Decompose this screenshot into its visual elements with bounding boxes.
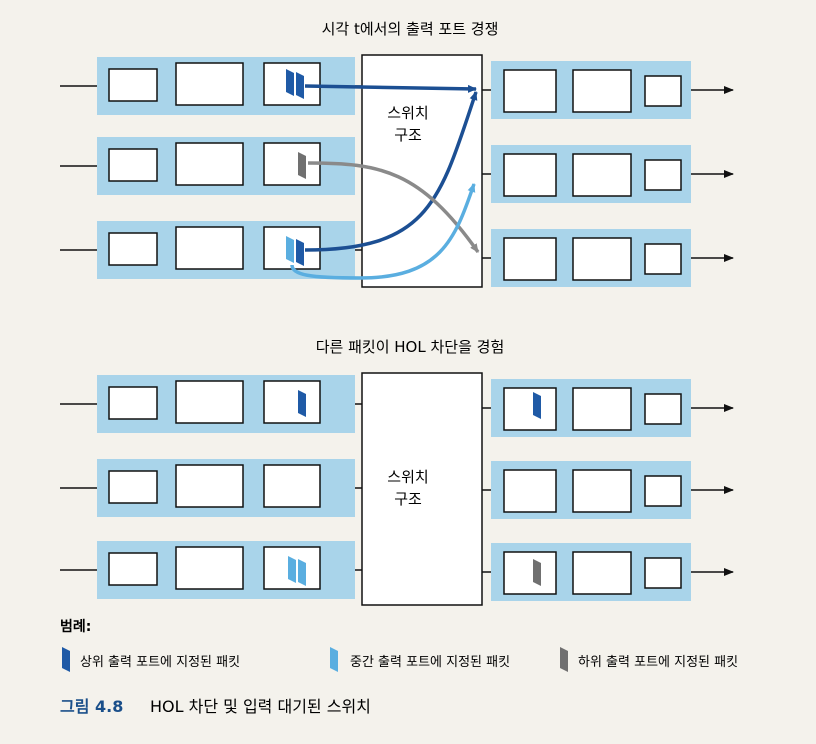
queue-slot [108, 232, 158, 266]
diagram1-input-ports [60, 57, 362, 279]
fabric-label-line1: 스위치 [387, 104, 428, 122]
queue-slot [108, 470, 158, 504]
legend-item-top: 상위 출력 포트에 지정된 패킷 [80, 655, 240, 670]
top-port-packet [286, 69, 294, 96]
queue-slot [175, 380, 244, 424]
diagram1-contention-arrows [290, 84, 480, 280]
queue-slot [644, 75, 682, 107]
output-port-bottom [482, 229, 734, 287]
fabric-label-line1: 스위치 [387, 468, 428, 486]
queue-slot [572, 237, 632, 281]
queue-slot [644, 159, 682, 191]
middle-packet-legend-icon [330, 647, 338, 672]
input-port-3 [60, 541, 355, 599]
queue-slot [503, 153, 557, 197]
output-port-middle [482, 145, 734, 203]
queue-slot [503, 387, 557, 431]
queue-slot [108, 552, 158, 586]
input-port-2 [60, 459, 355, 517]
queue-slot [644, 475, 682, 507]
queue-slot [108, 148, 158, 182]
queue-slot [572, 153, 632, 197]
output-port-top [482, 379, 734, 437]
diagram2-input-ports [60, 375, 362, 599]
queue-slot [108, 386, 158, 420]
queue-slot [175, 226, 244, 270]
input-port-1 [60, 375, 355, 433]
middle-port-packet [288, 556, 296, 583]
legend: 범례: 상위 출력 포트에 지정된 패킷 중간 출력 포트에 지정된 패킷 하위… [60, 619, 738, 672]
diagram2-title: 다른 패킷이 HOL 차단을 경험 [316, 338, 505, 356]
queue-slot [572, 469, 632, 513]
queue-slot [175, 62, 244, 106]
arrow-to-top-output [304, 91, 478, 252]
queue-slot [263, 62, 321, 106]
queue-slot [644, 557, 682, 589]
legend-title: 범례: [60, 619, 91, 635]
output-port-bottom [482, 543, 734, 601]
output-port-middle [482, 461, 734, 519]
caption-text: HOL 차단 및 입력 대기된 스위치 [150, 697, 371, 716]
bottom-port-packet [298, 152, 306, 179]
queue-slot [175, 464, 244, 508]
queue-slot [175, 546, 244, 590]
bottom-packet-legend-icon [560, 647, 568, 672]
fabric-label-line2: 구조 [394, 490, 422, 508]
queue-slot [503, 469, 557, 513]
output-port-top [482, 61, 734, 119]
top-port-packet [296, 72, 304, 99]
queue-slot [644, 243, 682, 275]
top-port-packet [533, 392, 541, 419]
middle-port-packet [298, 559, 306, 586]
legend-item-bottom: 하위 출력 포트에 지정된 패킷 [578, 655, 738, 670]
diagram2-switch-fabric: 스위치 구조 [361, 372, 483, 606]
input-port-2 [60, 137, 355, 195]
queue-slot [572, 69, 632, 113]
diagram2-output-ports [482, 379, 734, 601]
top-port-packet [298, 390, 306, 417]
arrow-to-middle-output [290, 183, 476, 280]
legend-item-middle: 중간 출력 포트에 지정된 패킷 [350, 655, 510, 670]
queue-slot [175, 142, 244, 186]
queue-slot [644, 393, 682, 425]
queue-slot [263, 380, 321, 424]
fabric-label-line2: 구조 [394, 126, 422, 144]
figure-caption: 그림 4.8 HOL 차단 및 입력 대기된 스위치 [60, 697, 371, 716]
diagram1-title: 시각 t에서의 출력 포트 경쟁 [322, 20, 499, 38]
queue-slot [263, 464, 321, 508]
diagram1-output-ports [482, 61, 734, 287]
queue-slot [503, 69, 557, 113]
top-packet-legend-icon [62, 647, 70, 672]
arrow-to-top-output [304, 84, 477, 93]
queue-slot [572, 387, 632, 431]
top-port-packet [296, 239, 304, 266]
queue-slot [503, 551, 557, 595]
input-port-1 [60, 57, 355, 115]
queue-slot [503, 237, 557, 281]
middle-port-packet [286, 236, 294, 263]
queue-slot [572, 551, 632, 595]
bottom-port-packet [533, 559, 541, 586]
queue-slot [108, 68, 158, 102]
caption-number: 그림 4.8 [60, 697, 123, 716]
